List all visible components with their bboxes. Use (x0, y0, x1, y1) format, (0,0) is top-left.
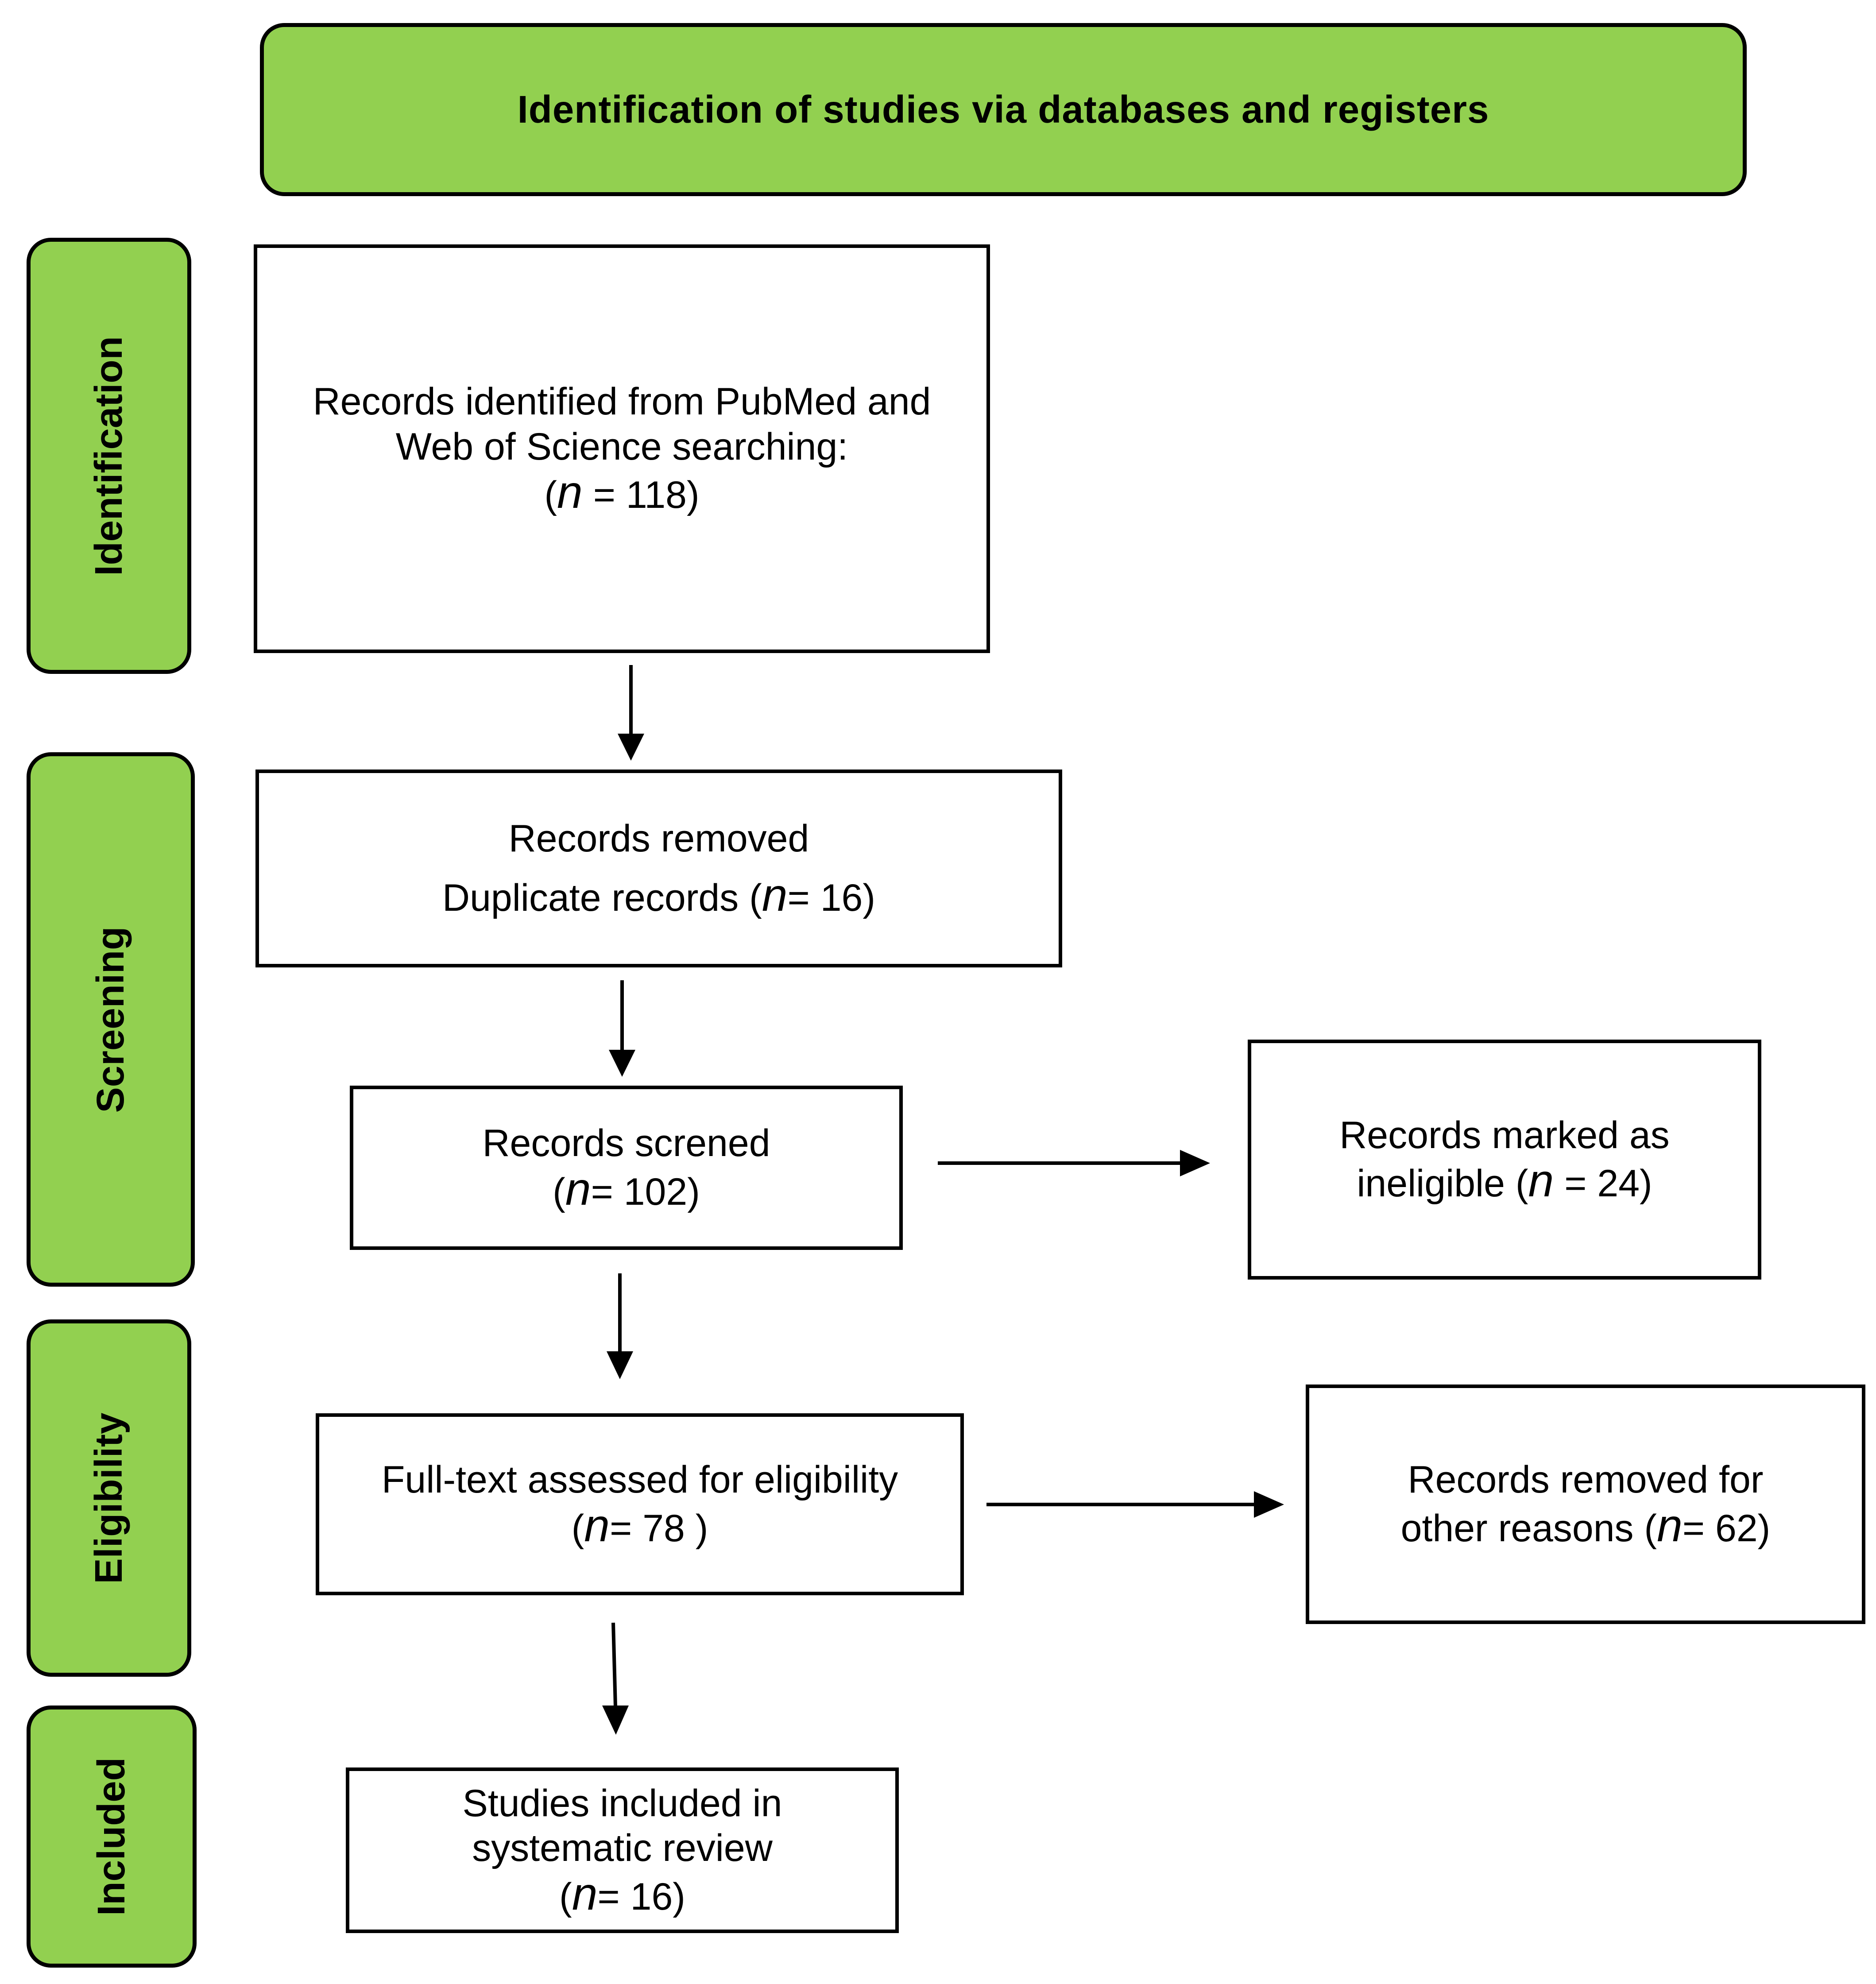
included-box: Studies included in systematic review (n… (346, 1767, 899, 1933)
n-symbol: n (565, 1163, 591, 1215)
n-symbol: n (762, 869, 788, 921)
duplicate-records-label: Duplicate records ( (442, 876, 762, 919)
diagram-header: Identification of studies via databases … (260, 23, 1747, 196)
count-value: = 24) (1554, 1162, 1652, 1205)
records-removed-line2: Duplicate records (n= 16) (442, 869, 875, 928)
records-identified-line1: Records identified from PubMed and (313, 380, 931, 423)
count-value: = 78 ) (610, 1507, 708, 1550)
paren-open: ( (559, 1875, 572, 1918)
arrowhead-included (602, 1706, 629, 1735)
count-value: = 16) (787, 876, 875, 919)
ineligible-label: ineligible ( (1357, 1162, 1528, 1205)
removed-other-line2: other reasons (n= 62) (1401, 1503, 1771, 1551)
full-text-count: (n= 78 ) (572, 1503, 708, 1551)
records-ineligible-line2: ineligible (n = 24) (1357, 1158, 1652, 1206)
records-removed-box: Records removed Duplicate records (n= 16… (255, 770, 1062, 967)
included-line1: Studies included in (462, 1782, 782, 1825)
full-text-box: Full-text assessed for eligibility (n= 7… (316, 1413, 964, 1595)
records-identified-line2: Web of Science searching: (395, 425, 848, 468)
arrowhead-identified (618, 734, 644, 761)
records-ineligible-box: Records marked as ineligible (n = 24) (1248, 1040, 1761, 1280)
stage-eligibility: Eligibility (27, 1319, 191, 1677)
arrowhead-removed-other (1254, 1491, 1284, 1518)
records-identified-box: Records identified from PubMed and Web o… (254, 244, 990, 653)
n-symbol: n (584, 1500, 610, 1551)
count-value: = 16) (597, 1875, 685, 1918)
other-reasons-label: other reasons ( (1400, 1507, 1657, 1550)
full-text-line1: Full-text assessed for eligibility (381, 1458, 898, 1501)
header-title: Identification of studies via databases … (517, 88, 1489, 131)
count-value: = 102) (591, 1170, 700, 1213)
n-symbol: n (572, 1868, 598, 1920)
records-ineligible-line1: Records marked as (1339, 1114, 1670, 1156)
n-symbol: n (1657, 1500, 1683, 1551)
arrowhead-fulltext (607, 1351, 633, 1379)
arrow-fulltext-to-included (611, 1622, 617, 1707)
records-identified-count: (n = 118) (544, 469, 699, 518)
paren-open: ( (571, 1507, 584, 1550)
records-screened-count: (n= 102) (553, 1166, 700, 1214)
arrowhead-removed (609, 1050, 635, 1077)
count-value: = 62) (1682, 1507, 1771, 1550)
records-screened-line1: Records screned (482, 1122, 770, 1165)
arrowhead-ineligible (1180, 1150, 1210, 1176)
stage-identification: Identification (27, 238, 191, 674)
records-screened-box: Records screned (n= 102) (350, 1086, 903, 1250)
paren-open: ( (544, 474, 557, 517)
included-count: (n= 16) (559, 1871, 685, 1919)
removed-other-line1: Records removed for (1408, 1458, 1764, 1501)
n-symbol: n (557, 467, 583, 518)
paren-open: ( (553, 1170, 565, 1213)
removed-other-box: Records removed for other reasons (n= 62… (1306, 1385, 1865, 1624)
n-symbol: n (1528, 1155, 1554, 1207)
count-value: = 118) (582, 474, 700, 517)
records-removed-line1: Records removed (508, 817, 809, 860)
stage-screening: Screening (27, 752, 195, 1287)
included-line2: systematic review (472, 1827, 773, 1870)
stage-included: Included (27, 1706, 197, 1968)
